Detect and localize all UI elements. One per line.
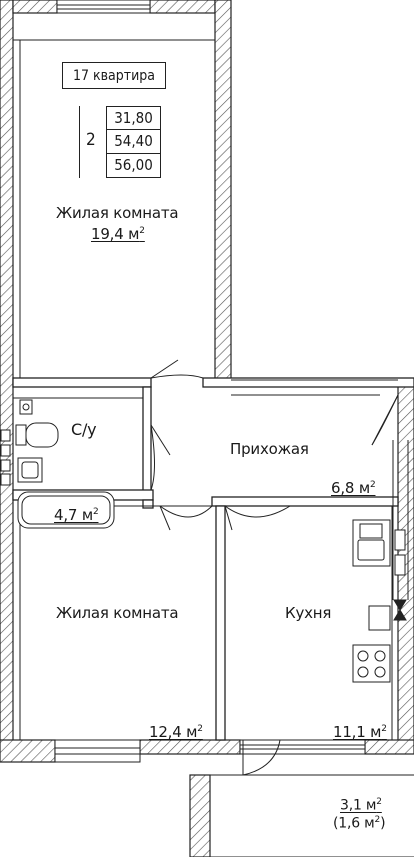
area-table: 2 31,80 54,40 56,00: [79, 106, 161, 178]
apartment-title: 17 квартира: [62, 62, 166, 89]
windows: [54, 0, 366, 763]
living1-area: 19,4 м2: [91, 225, 145, 243]
living-area: 31,80: [107, 107, 160, 131]
balcony-area: 3,1 м2: [340, 797, 382, 814]
living2-area: 12,4 м2: [149, 723, 203, 741]
bath-area: 4,7 м2: [54, 506, 99, 524]
living1-name: Жилая комната: [56, 204, 179, 222]
living2-name: Жилая комната: [56, 604, 179, 622]
kitchen-fixtures: [352, 519, 407, 683]
total-area: 54,40: [107, 130, 160, 154]
bath-name: С/у: [71, 420, 97, 439]
kitchen-area: 11,1 м2: [333, 723, 387, 741]
balcony-area-reduced: (1,6 м2): [333, 815, 386, 832]
hall-name: Прихожая: [230, 440, 309, 458]
area-values: 31,80 54,40 56,00: [106, 106, 161, 178]
rooms-count: 2: [86, 130, 96, 150]
kitchen-name: Кухня: [285, 604, 332, 622]
doors: [150, 359, 399, 776]
total-area-with-balcony: 56,00: [114, 155, 153, 174]
risers: [0, 429, 11, 486]
hall-area: 6,8 м2: [331, 479, 376, 497]
bathroom-fixtures: [15, 399, 115, 529]
